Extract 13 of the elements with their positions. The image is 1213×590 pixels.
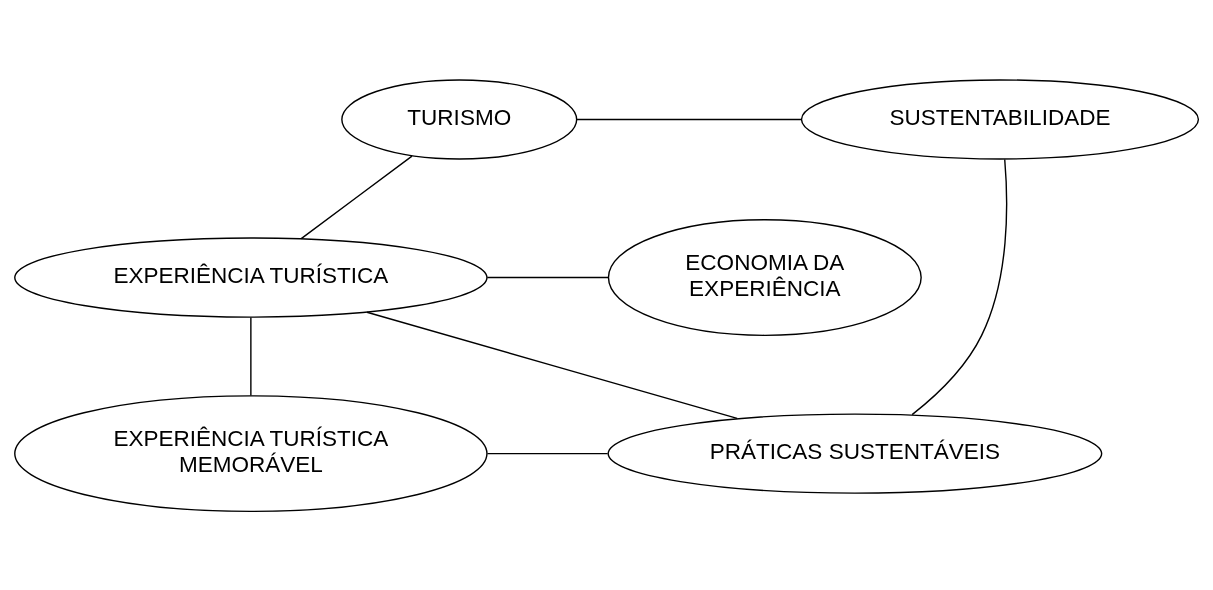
connector <box>250 316 252 396</box>
node-ellipse: PRÁTICAS SUSTENTÁVEIS <box>607 412 1103 494</box>
connector <box>576 118 803 120</box>
node-ellipse: EXPERIÊNCIA TURÍSTICA <box>14 236 488 318</box>
connector <box>366 311 738 419</box>
connector <box>486 276 609 278</box>
node-ellipse: ECONOMIA DA EXPERIÊNCIA <box>607 218 922 336</box>
connector <box>486 452 609 454</box>
connector <box>911 158 1008 415</box>
node-ellipse: SUSTENTABILIDADE <box>800 78 1200 160</box>
node-ellipse: EXPERIÊNCIA TURÍSTICA MEMORÁVEL <box>14 394 488 512</box>
node-ellipse: TURISMO <box>341 78 578 160</box>
connector <box>300 154 413 239</box>
